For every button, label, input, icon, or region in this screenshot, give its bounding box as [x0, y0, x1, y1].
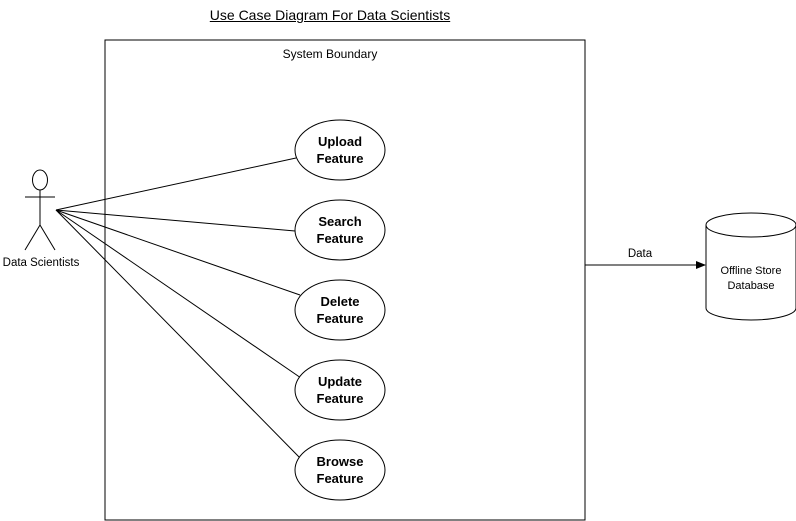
- use-case-search-line1: Search: [318, 214, 362, 229]
- actor-stick-figure: [24, 169, 56, 251]
- use-case-browse-line2: Feature: [316, 471, 364, 486]
- use-case-upload-line1: Upload: [317, 134, 363, 149]
- use-case-update: Update Feature: [295, 373, 385, 407]
- use-case-search-ellipse: [294, 199, 386, 261]
- use-case-upload: Upload Feature: [295, 133, 385, 167]
- association-upload: [55, 157, 297, 211]
- database-top: [705, 212, 796, 238]
- use-case-browse-line1: Browse: [316, 454, 364, 469]
- actor-left-leg: [24, 224, 41, 251]
- association-search: [55, 209, 296, 232]
- use-case-search-line2: Feature: [316, 231, 364, 246]
- actor-right-leg: [39, 224, 56, 251]
- use-case-delete-line1: Delete: [320, 294, 360, 309]
- association-update: [55, 209, 302, 379]
- use-case-update-line2: Feature: [316, 391, 364, 406]
- database-label: Offline Store Database: [706, 264, 796, 294]
- use-case-upload-ellipse: [294, 119, 386, 181]
- use-case-update-ellipse: [294, 359, 386, 421]
- association-browse: [55, 209, 303, 461]
- use-case-delete-ellipse: [294, 279, 386, 341]
- actor-head: [32, 169, 48, 191]
- database-label-line1: Offline Store: [720, 265, 782, 277]
- system-boundary-label: System Boundary: [282, 47, 378, 61]
- use-case-browse-ellipse: [294, 439, 386, 501]
- use-case-upload-line2: Feature: [316, 151, 364, 166]
- database-body: [705, 225, 796, 321]
- database-cylinder: [705, 212, 796, 321]
- actor-label: Data Scientists: [2, 257, 80, 269]
- database-label-line2: Database: [727, 280, 775, 292]
- diagram-title: Use Case Diagram For Data Scientists: [209, 7, 451, 23]
- association-delete: [55, 209, 301, 296]
- use-case-delete-line2: Feature: [316, 311, 364, 326]
- use-case-browse: Browse Feature: [295, 453, 385, 487]
- data-edge-label: Data: [627, 248, 653, 260]
- use-case-delete: Delete Feature: [295, 293, 385, 327]
- use-case-update-line1: Update: [317, 374, 363, 389]
- use-case-search: Search Feature: [295, 213, 385, 247]
